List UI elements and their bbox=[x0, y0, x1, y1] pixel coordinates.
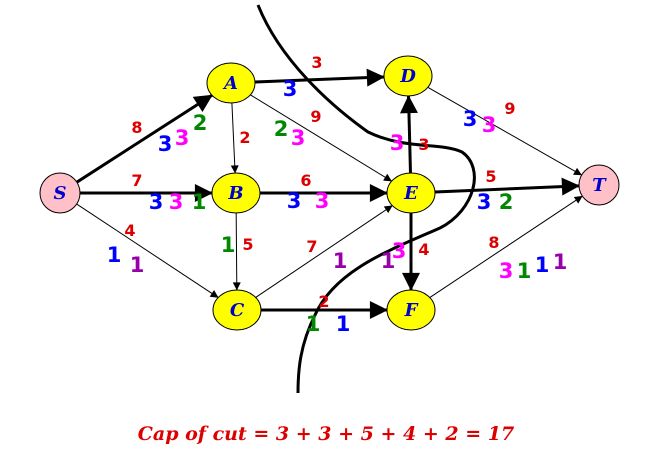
edge-e-t bbox=[434, 177, 580, 196]
node-label-f: F bbox=[404, 300, 419, 321]
nodes-layer: S A B C D E F T bbox=[39, 55, 620, 331]
node-label-s: S bbox=[54, 183, 67, 204]
flow-label-d-t-2: 3 bbox=[482, 113, 497, 137]
flow-label-f-t-4: 1 bbox=[553, 250, 568, 274]
node-circle-d bbox=[383, 55, 433, 97]
edge-s-a bbox=[76, 93, 213, 184]
capacity-label-a-b: 2 bbox=[239, 128, 250, 147]
flow-label-c-f-2: 1 bbox=[336, 312, 351, 336]
node-d: D bbox=[383, 55, 433, 97]
edge-f-t bbox=[429, 195, 583, 298]
edge-a-b bbox=[230, 102, 239, 174]
capacity-label-e-f: 4 bbox=[418, 240, 429, 259]
node-f: F bbox=[386, 289, 436, 331]
node-e: E bbox=[386, 172, 436, 214]
flow-label-s-a-2: 3 bbox=[175, 126, 190, 150]
flow-label-f-t-1: 3 bbox=[499, 259, 514, 283]
flow-label-s-a-1: 3 bbox=[158, 132, 173, 156]
node-label-t: T bbox=[592, 175, 607, 196]
flow-label-s-b-3: 1 bbox=[192, 190, 207, 214]
flow-label-b-e-2: 3 bbox=[315, 189, 330, 213]
edge-b-c bbox=[232, 212, 241, 291]
capacity-label-b-e: 6 bbox=[300, 171, 311, 190]
edge-a-e bbox=[250, 94, 392, 182]
cut-capacity-caption: Cap of cut = 3 + 3 + 5 + 4 + 2 = 17 bbox=[138, 423, 514, 445]
flow-label-a-e-1: 2 bbox=[274, 117, 289, 141]
node-label-c: C bbox=[230, 300, 245, 321]
node-circle-e bbox=[386, 172, 436, 214]
capacity-label-c-f: 2 bbox=[318, 292, 329, 311]
edges-layer bbox=[76, 68, 583, 319]
capacity-label-a-e: 9 bbox=[310, 107, 321, 126]
node-a: A bbox=[206, 62, 256, 104]
flow-label-e-f-1: 1 bbox=[381, 249, 396, 273]
flow-label-s-c-2: 1 bbox=[130, 253, 145, 277]
node-b: B bbox=[211, 172, 261, 214]
node-label-e: E bbox=[403, 183, 418, 204]
capacity-label-e-d: 3 bbox=[418, 135, 429, 154]
capacity-label-e-t: 5 bbox=[485, 167, 496, 186]
capacity-label-d-t: 9 bbox=[504, 99, 515, 118]
flow-label-e-t-2: 2 bbox=[499, 190, 514, 214]
capacity-label-b-c: 5 bbox=[242, 235, 253, 254]
flow-label-s-b-1: 3 bbox=[149, 190, 164, 214]
capacity-label-f-t: 8 bbox=[488, 233, 499, 252]
flow-label-f-t-2: 1 bbox=[517, 259, 532, 283]
node-circle-c bbox=[212, 289, 262, 331]
node-t: T bbox=[578, 164, 620, 206]
flow-label-c-e-1: 1 bbox=[333, 249, 348, 273]
flow-label-a-d-1: 3 bbox=[283, 77, 298, 101]
node-label-d: D bbox=[399, 66, 416, 87]
node-circle-s bbox=[39, 172, 81, 214]
node-circle-t bbox=[578, 164, 620, 206]
cut-curve bbox=[256, 4, 476, 394]
flow-label-e-d-1: 3 bbox=[390, 131, 405, 155]
flow-label-s-a-3: 2 bbox=[193, 111, 208, 135]
flow-label-s-b-2: 3 bbox=[169, 190, 184, 214]
capacity-label-s-c: 4 bbox=[124, 221, 135, 240]
flow-label-f-t-3: 1 bbox=[535, 253, 550, 277]
capacity-label-c-e: 7 bbox=[306, 237, 317, 256]
capacity-label-a-d: 3 bbox=[311, 53, 322, 72]
flow-label-b-c-1: 1 bbox=[221, 233, 236, 257]
flow-label-c-f-1: 1 bbox=[306, 312, 321, 336]
flow-label-d-t-1: 3 bbox=[463, 107, 478, 131]
flow-label-a-e-2: 3 bbox=[291, 126, 306, 150]
edge-a-d bbox=[254, 68, 385, 87]
edge-s-c bbox=[76, 203, 219, 298]
flow-label-e-f-2: 3 bbox=[392, 239, 407, 263]
flow-label-s-c-1: 1 bbox=[107, 243, 122, 267]
capacity-label-s-b: 7 bbox=[131, 171, 142, 190]
node-s: S bbox=[39, 172, 81, 214]
node-label-a: A bbox=[222, 73, 238, 94]
capacity-label-s-a: 8 bbox=[131, 118, 142, 137]
edge-c-e bbox=[255, 205, 393, 298]
node-label-b: B bbox=[227, 183, 243, 204]
flow-label-b-e-1: 3 bbox=[287, 189, 302, 213]
node-circle-f bbox=[386, 289, 436, 331]
node-c: C bbox=[212, 289, 262, 331]
node-circle-a bbox=[206, 62, 256, 104]
node-circle-b bbox=[211, 172, 261, 214]
edge-d-t bbox=[427, 86, 582, 176]
edge-e-d bbox=[399, 95, 418, 174]
flow-label-e-t-1: 3 bbox=[477, 190, 492, 214]
